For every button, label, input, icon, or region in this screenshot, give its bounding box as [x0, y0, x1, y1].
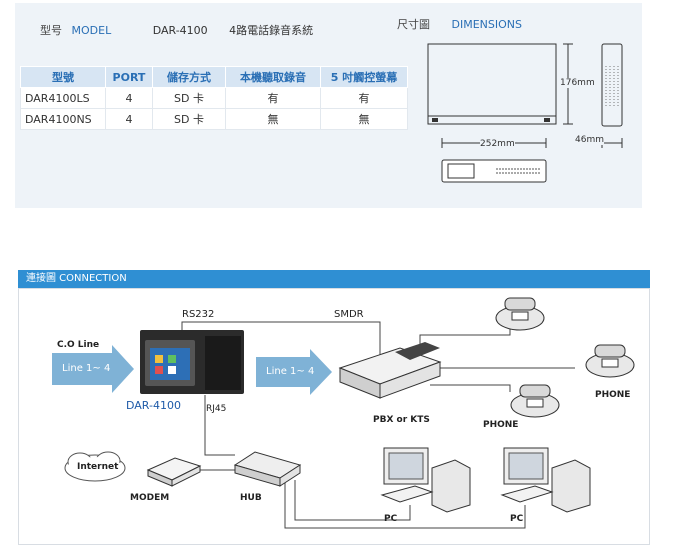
rj45-label: RJ45	[206, 404, 227, 414]
line-out-arrow	[256, 349, 332, 395]
dim-width-label: 252mm	[480, 139, 515, 149]
model-row: 型号 MODEL DAR-4100 4路電話錄音系統	[40, 22, 313, 38]
co-line-arrow	[52, 345, 134, 393]
phone-icon	[585, 344, 635, 378]
pc-label: PC	[384, 514, 398, 524]
model-label-en: MODEL	[71, 24, 112, 37]
cell-touch-screen: 有	[320, 87, 408, 109]
cell-storage: SD 卡	[152, 87, 226, 109]
rs232-label: RS232	[182, 309, 215, 320]
phone-icon	[495, 297, 545, 331]
cell-storage: SD 卡	[152, 108, 226, 130]
model-name: DAR-4100	[152, 24, 208, 37]
unit-end-view	[601, 43, 623, 127]
smdr-label: SMDR	[334, 309, 364, 320]
pbx-device	[338, 342, 442, 399]
table-row: DAR4100LS 4 SD 卡 有 有	[20, 87, 408, 109]
dar-4100-label: DAR-4100	[126, 399, 181, 412]
pc-icon	[380, 447, 471, 513]
line-out-label: Line 1~ 4	[266, 366, 315, 377]
modem-label: MODEM	[130, 493, 170, 503]
dim-depth-label: 46mm	[575, 135, 604, 145]
dimensions-label-en: DIMENSIONS	[451, 18, 522, 31]
unit-side-view	[427, 43, 557, 125]
cell-port: 4	[105, 108, 153, 130]
model-label-cn: 型号	[40, 24, 62, 37]
table-row: DAR4100NS 4 SD 卡 無 無	[20, 108, 408, 130]
dimension-drawing	[427, 43, 623, 183]
internet-cloud-icon	[64, 451, 126, 482]
phone-label: PHONE	[483, 420, 519, 430]
spec-table-header-row: 型號 PORT 儲存方式 本機聽取錄音 5 吋觸控螢幕	[20, 66, 408, 88]
cell-port: 4	[105, 87, 153, 109]
header-model: 型號	[20, 66, 106, 88]
header-local-playback: 本機聽取錄音	[225, 66, 321, 88]
pc-icon	[500, 447, 591, 513]
connection-area	[18, 288, 650, 545]
co-line-label: C.O Line	[57, 340, 100, 350]
dimensions-title: 尺寸圖 DIMENSIONS	[397, 16, 522, 32]
line-in-label: Line 1~ 4	[62, 363, 111, 374]
spec-table: 型號 PORT 儲存方式 本機聽取錄音 5 吋觸控螢幕 DAR4100LS 4 …	[20, 66, 408, 130]
hub-icon	[233, 451, 302, 487]
unit-top-view	[441, 159, 547, 183]
wiring	[181, 321, 575, 529]
dimensions-label-cn: 尺寸圖	[397, 18, 430, 31]
cell-local-playback: 無	[225, 108, 321, 130]
cell-touch-screen: 無	[320, 108, 408, 130]
connection-header: 連接圖 CONNECTION	[18, 270, 650, 288]
pbx-label: PBX or KTS	[373, 415, 430, 425]
hub-label: HUB	[240, 493, 262, 503]
internet-label: Internet	[77, 462, 119, 472]
dim-height-label: 176mm	[560, 78, 595, 88]
dar-4100-device	[140, 330, 244, 394]
header-storage: 儲存方式	[152, 66, 226, 88]
phone-label: PHONE	[595, 390, 631, 400]
phone-icon	[510, 384, 560, 418]
modem-icon	[146, 457, 202, 487]
pc-label: PC	[510, 514, 524, 524]
model-desc: 4路電話錄音系統	[229, 24, 314, 37]
